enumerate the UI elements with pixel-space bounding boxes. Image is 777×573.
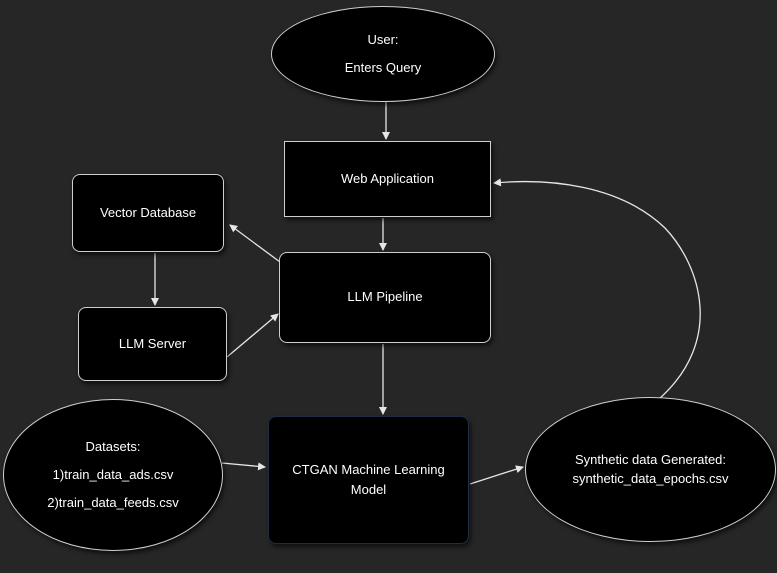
llm-server-node: LLM Server (78, 307, 227, 381)
arrow-llmserver-pipeline (226, 313, 279, 358)
user-title: User: (367, 31, 399, 47)
arrow-synthetic-webapp (493, 178, 701, 400)
synthetic-data-node: Synthetic data Generated: synthetic_data… (525, 397, 776, 542)
llm-pipeline-node: LLM Pipeline (279, 252, 491, 343)
llm-pipeline-label: LLM Pipeline (347, 289, 423, 305)
ctgan-model-node: CTGAN Machine Learning Model (268, 416, 469, 544)
vector-database-node: Vector Database (72, 174, 224, 252)
datasets-title: Datasets: (85, 438, 141, 454)
web-application-label: Web Application (341, 170, 434, 186)
dataset-item-2: 2)train_data_feeds.csv (47, 495, 179, 511)
synthetic-data-title: Synthetic data Generated: (574, 452, 727, 468)
arrow-ctgan-synthetic (469, 465, 524, 485)
dataset-item-1: 1)train_data_ads.csv (52, 466, 174, 482)
web-application-node: Web Application (284, 141, 491, 217)
llm-server-label: LLM Server (118, 335, 187, 351)
arrow-datasets-ctgan (221, 462, 266, 471)
user-action: Enters Query (344, 60, 422, 75)
synthetic-data-file: synthetic_data_epochs.csv (572, 470, 729, 486)
arrow-pipeline-vectordb (229, 224, 281, 263)
ctgan-label-line2: Model (350, 482, 387, 497)
datasets-node: Datasets: 1)train_data_ads.csv 2)train_d… (3, 399, 223, 551)
vector-database-label: Vector Database (99, 204, 197, 220)
ctgan-label-line1: CTGAN Machine Learning (292, 461, 445, 477)
user-node: User: Enters Query (271, 6, 495, 102)
